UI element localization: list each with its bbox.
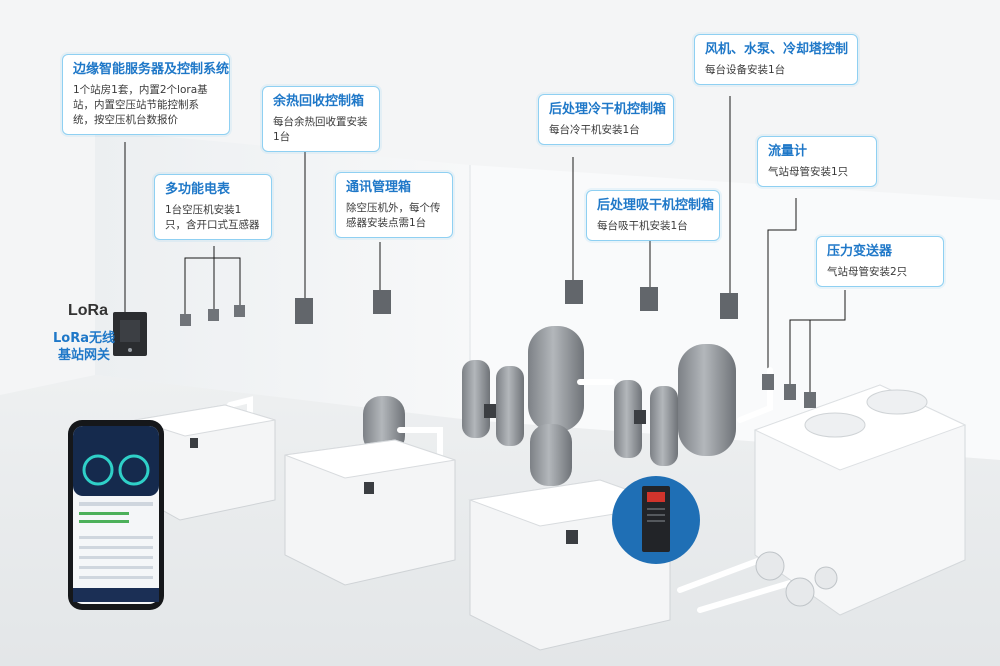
callout-cold-dryer: 后处理冷干机控制箱 每台冷干机安装1台 [538,94,674,145]
callout-desc: 每台吸干机安装1台 [597,220,688,232]
callout-title: 边缘智能服务器及控制系统 [73,62,230,77]
callout-multi-meter: 多功能电表 1台空压机安装1只，含开口式互感器 [154,174,272,240]
meter-box-2 [208,309,219,321]
callout-desc: 每台设备安装1台 [705,64,786,76]
main-pipe-sensors [762,374,816,408]
callout-desc: 1台空压机安装1只，含开口式互感器 [165,204,260,231]
callout-title: 余热回收控制箱 [273,94,365,109]
callout-heat-recovery: 余热回收控制箱 每台余热回收置安装1台 [262,86,380,152]
air-tanks [363,326,736,486]
callout-desc: 气站母管安装1只 [768,166,849,178]
callout-title: 通讯管理箱 [346,180,412,195]
callout-fan-pump-tower: 风机、水泵、冷却塔控制 每台设备安装1台 [694,34,858,85]
cold-dryer-box [565,280,583,304]
callout-pressure-transmitter: 压力变送器 气站母管安装2只 [816,236,944,287]
water-pumps [755,551,838,607]
wall-devices [113,280,738,356]
callout-comm-box: 通讯管理箱 除空压机外，每个传感器安装点需1台 [335,172,453,238]
control-panel-zoom [612,476,700,564]
callout-desc: 1个站房1套，内置2个lora基站，内置空压站节能控制系统，按空压机台数报价 [73,84,208,126]
callout-title: 后处理吸干机控制箱 [597,198,715,213]
callout-flowmeter: 流量计 气站母管安装1只 [757,136,877,187]
meter-box-1 [180,314,191,326]
meter-box-3 [234,305,245,317]
callout-title: 后处理冷干机控制箱 [549,102,667,117]
callout-title: 风机、水泵、冷却塔控制 [705,42,849,57]
comm-box [373,290,391,314]
fan-pump-box [720,293,738,319]
callout-desc: 气站母管安装2只 [827,266,908,278]
gateway-caption: LoRa无线基站网关 [53,331,115,363]
callout-edge-server: 边缘智能服务器及控制系统 1个站房1套，内置2个lora基站，内置空压站节能控制… [62,54,230,135]
callout-title: 流量计 [768,144,808,159]
cooling-towers [753,384,967,616]
heat-recovery-box [295,298,313,324]
callout-title: 多功能电表 [165,182,231,197]
smartphone [68,420,164,610]
callout-title: 压力变送器 [827,244,893,259]
air-compressors [134,404,671,651]
callout-desc: 除空压机外，每个传感器安装点需1台 [346,202,441,229]
leader-lines [124,96,846,576]
callout-desc: 每台冷干机安装1台 [549,124,640,136]
lora-logo: LoRa [68,302,108,319]
adsorption-dryer-box [640,287,658,311]
callout-desc: 每台余热回收置安装1台 [273,116,368,143]
callout-adsorption-dryer: 后处理吸干机控制箱 每台吸干机安装1台 [586,190,720,241]
